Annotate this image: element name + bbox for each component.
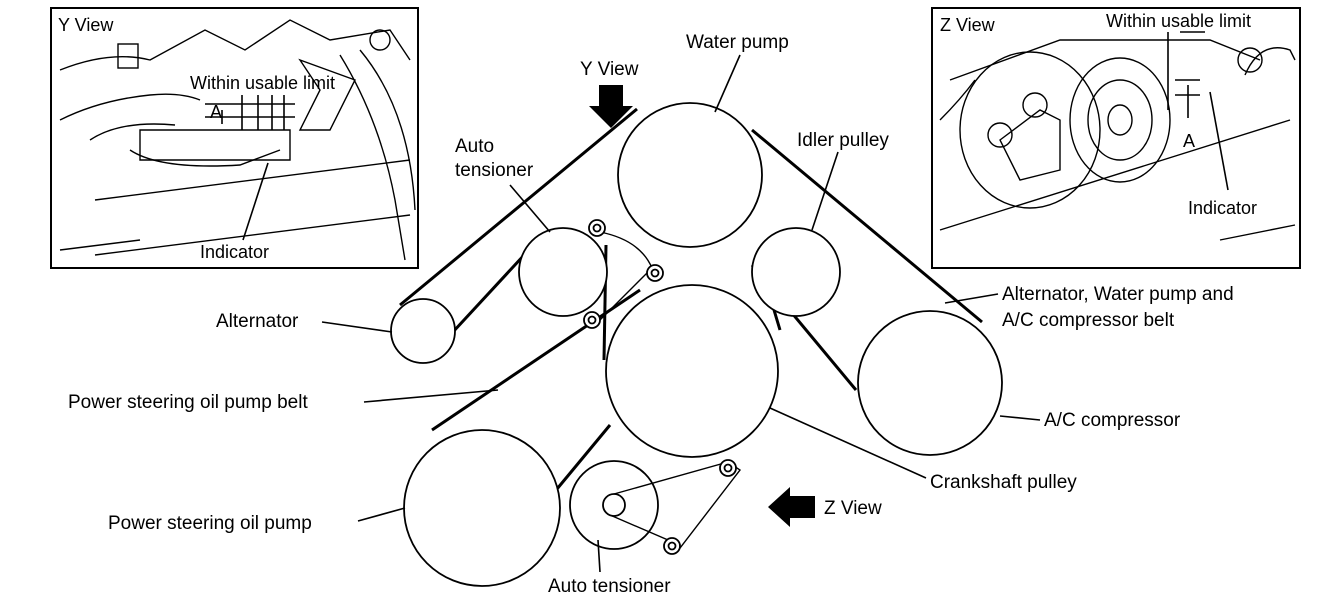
label-main-belt-1: Alternator, Water pump and bbox=[1002, 284, 1234, 305]
y-view-engine-outline bbox=[59, 19, 411, 71]
crankshaft-pulley bbox=[605, 284, 779, 458]
z-view-pulley-mid bbox=[1087, 79, 1153, 161]
leader-crankshaft bbox=[769, 407, 927, 479]
main-belt-left-run bbox=[399, 107, 638, 307]
leader-lines bbox=[321, 54, 1041, 573]
bottom-arm-outline bbox=[609, 461, 742, 549]
y-view-edge-1 bbox=[94, 159, 411, 201]
y-view-title: Y View bbox=[58, 15, 114, 35]
leader-water-pump bbox=[714, 54, 741, 113]
y-view-arm bbox=[298, 58, 356, 131]
y-view-inset: Y View Within usable limit A Indicator bbox=[50, 7, 419, 269]
leader-ps-belt bbox=[363, 389, 499, 403]
leader-auto-tensioner-top bbox=[509, 184, 551, 233]
z-view-inset: Z View Within usable limit A Indicator bbox=[931, 7, 1301, 269]
z-view-edge bbox=[1219, 224, 1296, 241]
label-ac-compressor: A/C compressor bbox=[1044, 410, 1181, 431]
label-alternator: Alternator bbox=[216, 311, 299, 332]
z-view-indicator-leader bbox=[1209, 91, 1229, 191]
ps-belt-lower-run bbox=[550, 424, 612, 496]
alternator-pulley bbox=[390, 298, 456, 364]
y-view-boss bbox=[369, 29, 391, 51]
top-bracket-bolt-3-core bbox=[587, 315, 597, 325]
bottom-tensioner-arm bbox=[602, 459, 742, 555]
leader-main-belt bbox=[944, 293, 999, 304]
top-bracket-bolt-1-core bbox=[592, 223, 602, 233]
z-view-belt-bottom bbox=[939, 119, 1291, 231]
z-view-pulley-hub bbox=[1107, 104, 1133, 136]
power-steering-belt bbox=[431, 288, 641, 496]
top-bracket-bolt-2-core bbox=[650, 268, 660, 278]
label-crankshaft-pulley: Crankshaft pulley bbox=[930, 472, 1077, 493]
label-auto-tensioner-bottom: Auto tensioner bbox=[548, 576, 671, 597]
z-view-marker-a: A bbox=[1183, 131, 1195, 151]
auto-tensioner-top-pulley bbox=[518, 227, 608, 317]
y-view-bracket-curve bbox=[129, 149, 281, 167]
ac-compressor-pulley bbox=[857, 310, 1003, 456]
leader-ac-compressor bbox=[999, 415, 1041, 421]
power-steering-pump-pulley bbox=[403, 429, 561, 587]
label-auto-tensioner-top-1: Auto bbox=[455, 136, 494, 157]
z-view-within-limit: Within usable limit bbox=[1106, 11, 1251, 31]
label-main-belt-2: A/C compressor belt bbox=[1002, 310, 1175, 331]
label-idler-pulley: Idler pulley bbox=[797, 130, 889, 151]
y-view-hose bbox=[59, 93, 201, 121]
z-view-knob bbox=[1237, 47, 1263, 73]
label-auto-tensioner-top-2: tensioner bbox=[455, 160, 534, 181]
idler-pulley bbox=[751, 227, 841, 317]
leader-auto-tensioner-bottom bbox=[597, 539, 601, 573]
z-view-hose bbox=[1244, 47, 1296, 76]
ps-belt-upper-run bbox=[431, 288, 641, 432]
y-view-pipe-1 bbox=[339, 54, 406, 261]
z-view-arm bbox=[999, 109, 1061, 181]
z-view-pulley-outer bbox=[1069, 57, 1171, 183]
z-view-title: Z View bbox=[940, 15, 996, 35]
z-view-frame bbox=[931, 7, 1301, 269]
y-view-marker-a: A bbox=[210, 102, 222, 122]
label-z-view-arrow: Z View bbox=[824, 498, 882, 519]
label-water-pump: Water pump bbox=[686, 32, 789, 53]
label-ps-belt: Power steering oil pump belt bbox=[68, 392, 308, 413]
y-view-bracket bbox=[139, 129, 291, 161]
z-view-bolt-2 bbox=[1022, 92, 1048, 118]
y-view-bolt bbox=[117, 43, 139, 69]
y-view-indicator: Indicator bbox=[200, 242, 269, 262]
z-view-curve bbox=[939, 79, 976, 121]
y-view-frame bbox=[50, 7, 419, 269]
bottom-arm-bolt-1-core bbox=[723, 463, 733, 473]
main-belt-right-run bbox=[751, 128, 983, 324]
y-view-edge-3 bbox=[59, 239, 141, 251]
y-view-arrow-icon bbox=[589, 85, 633, 128]
z-view-housing bbox=[959, 51, 1101, 209]
z-view-bolt-1 bbox=[987, 122, 1013, 148]
leader-alternator bbox=[321, 321, 393, 333]
y-view-indicator-leader bbox=[242, 162, 269, 241]
y-view-within-limit: Within usable limit bbox=[190, 73, 335, 93]
y-view-hose-2 bbox=[89, 123, 176, 141]
top-tensioner-bracket bbox=[583, 219, 664, 329]
water-pump-pulley bbox=[617, 102, 763, 248]
bottom-arm-pivot bbox=[602, 493, 626, 517]
y-view-edge-2 bbox=[94, 214, 411, 256]
z-view-arrow-icon bbox=[768, 487, 815, 527]
leader-idler-pulley bbox=[811, 151, 839, 231]
z-view-indicator: Indicator bbox=[1188, 198, 1257, 218]
y-view-pipe-2 bbox=[359, 49, 416, 211]
leader-ps-pump bbox=[357, 507, 406, 522]
bottom-arm-bolt-2-core bbox=[667, 541, 677, 551]
label-ps-pump: Power steering oil pump bbox=[108, 513, 312, 534]
z-view-belt-top bbox=[949, 39, 1261, 81]
label-y-view-arrow: Y View bbox=[580, 59, 639, 80]
